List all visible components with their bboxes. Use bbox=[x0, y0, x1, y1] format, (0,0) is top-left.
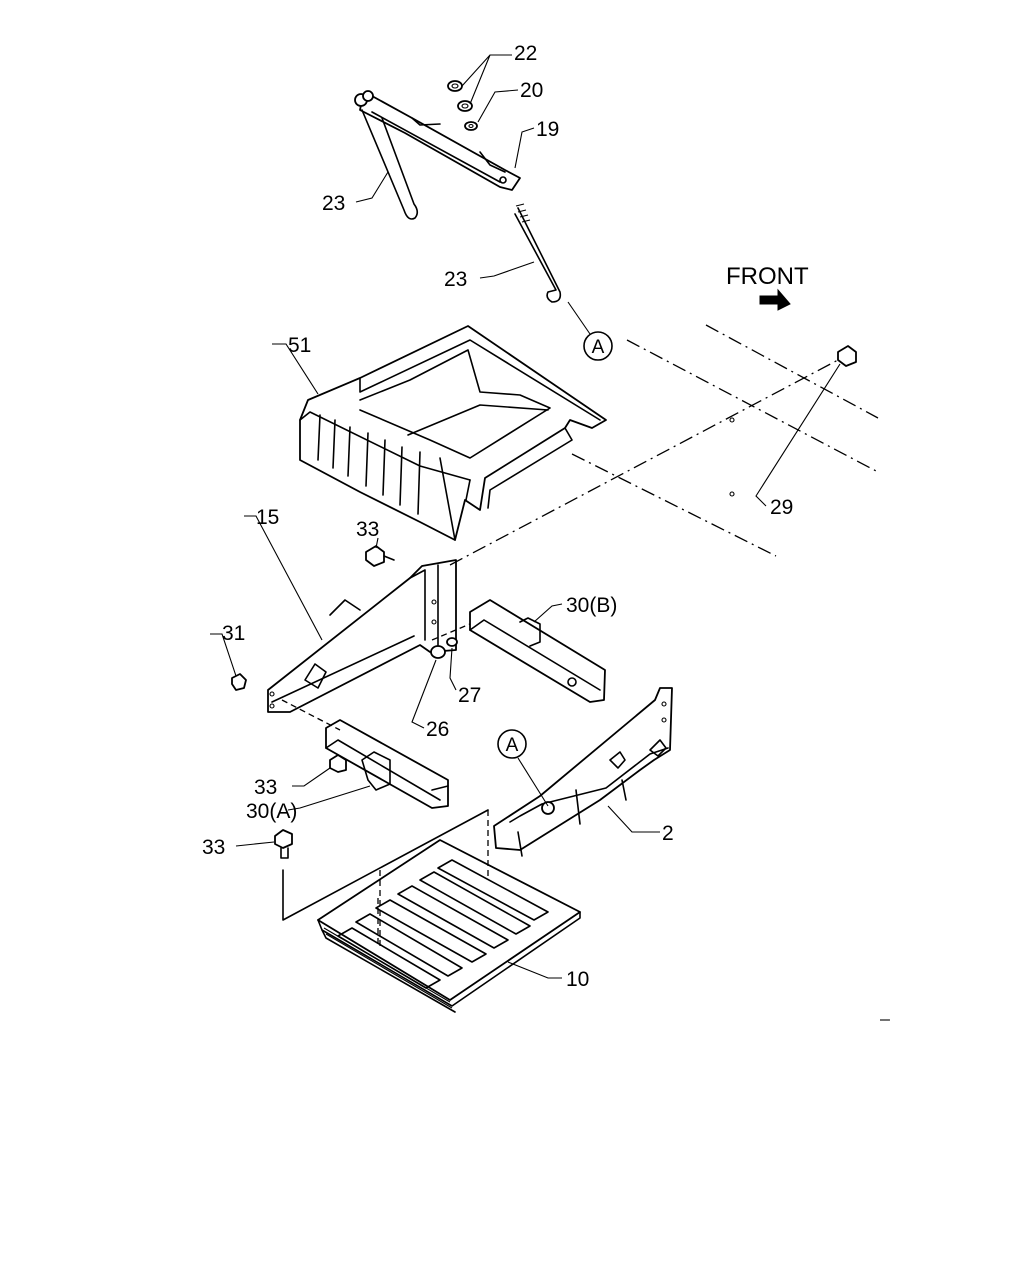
nuts-part-22 bbox=[447, 80, 473, 112]
callout-33-mid: 33 bbox=[254, 776, 277, 799]
leader-lines bbox=[210, 54, 841, 979]
bolt-part-33-top bbox=[365, 545, 395, 567]
washer-part-27 bbox=[446, 637, 458, 647]
callout-10: 10 bbox=[566, 968, 589, 991]
callout-15: 15 bbox=[256, 506, 279, 529]
bolt-part-33-mid bbox=[329, 754, 347, 773]
circle-ref-a-bottom: A bbox=[497, 729, 527, 759]
j-bolt-left-part-23 bbox=[361, 109, 419, 220]
battery-cover-part-51 bbox=[299, 325, 607, 541]
callout-22: 22 bbox=[514, 42, 537, 65]
bolt-part-29 bbox=[837, 345, 857, 367]
clip-part-31 bbox=[231, 673, 247, 691]
callout-33-bottom: 33 bbox=[202, 836, 225, 859]
callout-51: 51 bbox=[288, 334, 311, 357]
side-bracket-part-2 bbox=[493, 687, 673, 857]
front-direction-indicator: FRONT bbox=[726, 263, 809, 311]
tray-bracket-part-15 bbox=[267, 559, 457, 713]
callout-29: 29 bbox=[770, 496, 793, 519]
circle-ref-a-top-label: A bbox=[592, 337, 605, 358]
callout-30a: 30(A) bbox=[246, 800, 297, 823]
reference-lines bbox=[281, 324, 879, 948]
callout-23-right: 23 bbox=[444, 268, 467, 291]
part-callouts: 22 20 19 23 23 51 29 15 33 30(B) 31 27 2… bbox=[202, 42, 793, 991]
callout-20: 20 bbox=[520, 79, 543, 102]
front-arrow-icon bbox=[759, 288, 791, 311]
callout-27: 27 bbox=[458, 684, 481, 707]
callout-26: 26 bbox=[426, 718, 449, 741]
callout-19: 19 bbox=[536, 118, 559, 141]
callout-23-left: 23 bbox=[322, 192, 345, 215]
circle-ref-a-top: A bbox=[583, 331, 613, 361]
callout-33-top: 33 bbox=[356, 518, 379, 541]
callout-2: 2 bbox=[662, 822, 674, 845]
circle-ref-a-bottom-label: A bbox=[506, 735, 519, 756]
nut-part-26 bbox=[430, 645, 446, 659]
tray-slots bbox=[337, 859, 549, 989]
battery-tray-part-10 bbox=[317, 839, 581, 1013]
washer-part-20 bbox=[464, 121, 478, 131]
support-rail-part-30a bbox=[325, 719, 449, 809]
j-bolt-right-part-23 bbox=[514, 203, 562, 303]
bolt-part-33-bottom bbox=[274, 829, 293, 859]
support-rail-part-30b bbox=[469, 599, 606, 703]
front-label: FRONT bbox=[726, 263, 809, 290]
callout-30b: 30(B) bbox=[566, 594, 617, 617]
hold-down-bracket-part-19 bbox=[354, 90, 521, 191]
callout-31: 31 bbox=[222, 622, 245, 645]
